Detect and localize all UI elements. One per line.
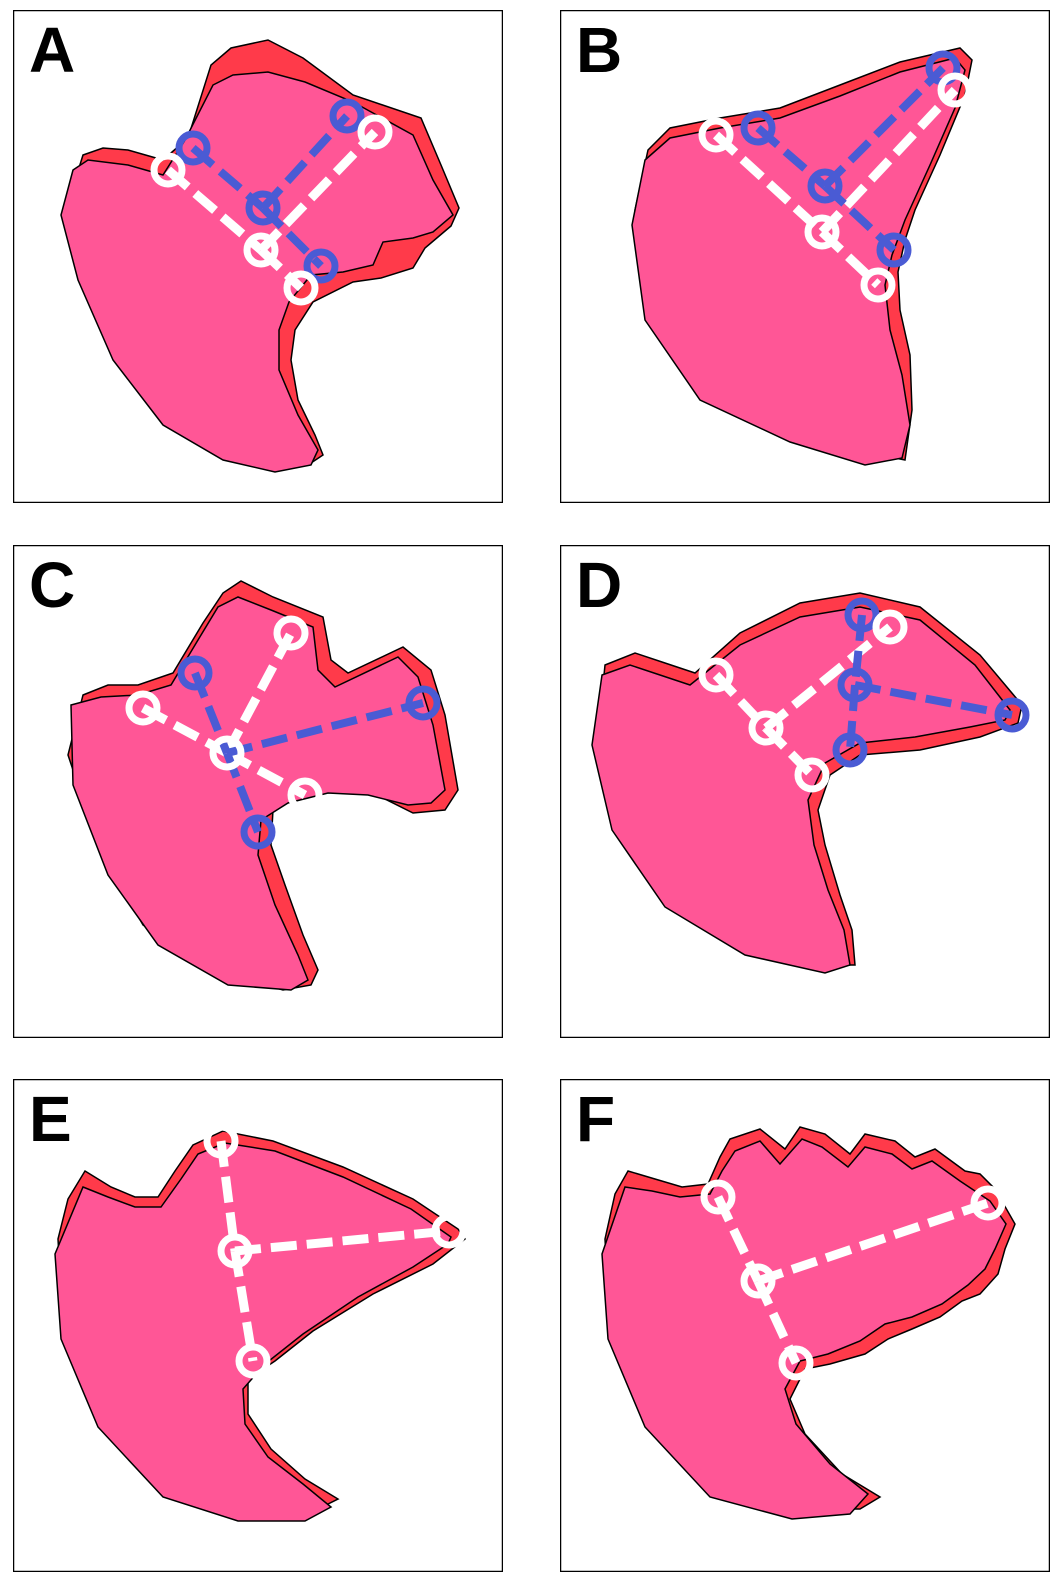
panel-f-drawing [560, 1079, 1050, 1572]
panel-letter: F [576, 1083, 615, 1155]
panel-letter: B [576, 14, 622, 86]
panel-c: C [13, 545, 503, 1038]
panel-letter: A [29, 14, 75, 86]
panel-d: D [560, 545, 1050, 1038]
panel-c-drawing [13, 545, 503, 1038]
panel-a: A [13, 10, 503, 503]
panel-f: F [560, 1079, 1050, 1572]
panel-a-drawing [13, 10, 503, 503]
panel-d-drawing [560, 545, 1050, 1038]
panel-letter: D [576, 549, 622, 621]
panel-letter: E [29, 1083, 72, 1155]
panel-letter: C [29, 549, 75, 621]
panel-e: E [13, 1079, 503, 1572]
panel-e-drawing [13, 1079, 503, 1572]
panel-b-drawing [560, 10, 1050, 503]
panel-b: B [560, 10, 1050, 503]
